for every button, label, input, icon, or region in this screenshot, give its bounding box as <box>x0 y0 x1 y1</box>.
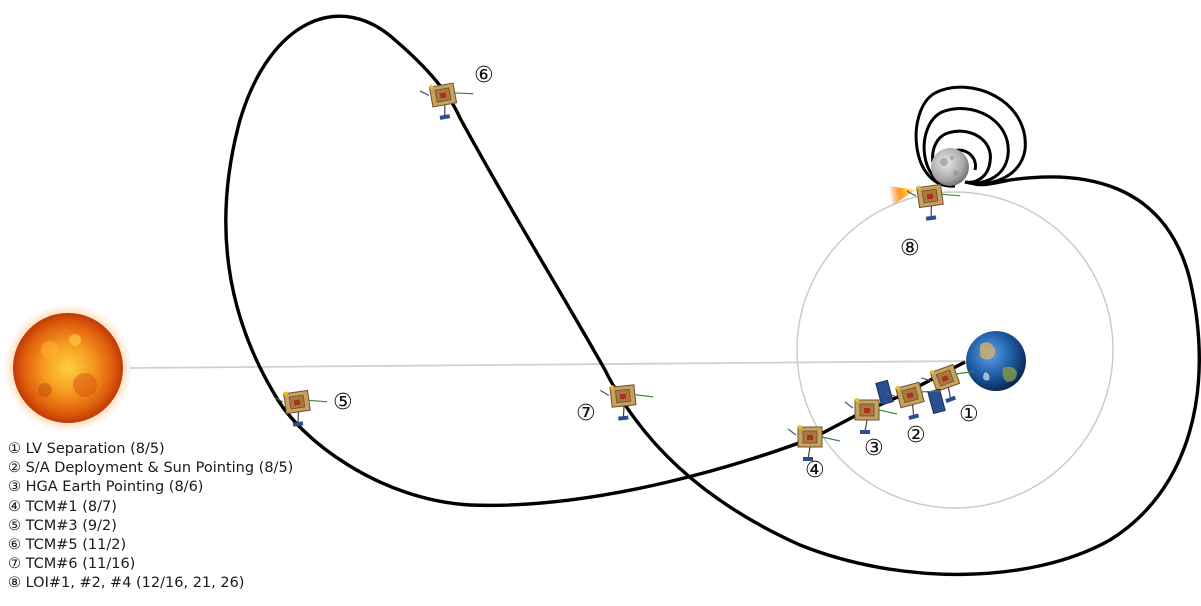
marker-8: ⑧ <box>900 236 920 261</box>
lunar-loop-2 <box>922 107 1010 188</box>
legend-item: ⑥ TCM#5 (11/2) <box>8 537 127 554</box>
marker-6: ⑥ <box>474 63 494 88</box>
marker-5: ⑤ <box>333 390 353 415</box>
spacecraft-icon-7 <box>599 380 656 423</box>
legend: ① LV Separation (8/5) ② S/A Deployment &… <box>8 440 293 594</box>
legend-item: ② S/A Deployment & Sun Pointing (8/5) <box>8 460 294 477</box>
transfer-trajectory <box>224 14 1201 577</box>
marker-7: ⑦ <box>576 401 596 426</box>
legend-item: ⑧ LOI#1, #2, #4 (12/16, 21, 26) <box>8 575 245 592</box>
marker-3: ③ <box>864 436 884 461</box>
marker-4: ④ <box>805 458 825 483</box>
legend-item: ⑦ TCM#6 (11/16) <box>8 556 136 573</box>
legend-item: ③ HGA Earth Pointing (8/6) <box>8 479 204 496</box>
spacecraft-icon-6 <box>418 77 478 124</box>
moon-icon <box>931 148 969 186</box>
earth-icon <box>966 331 1026 391</box>
moon-orbit <box>796 191 1114 509</box>
legend-item: ④ TCM#1 (8/7) <box>8 498 117 515</box>
legend-item: ① LV Separation (8/5) <box>8 441 165 457</box>
legend-item: ⑤ TCM#3 (9/2) <box>8 517 117 534</box>
sun-earth-line <box>129 360 976 369</box>
marker-1: ① <box>959 402 979 427</box>
spacecraft-icon-2 <box>875 375 946 425</box>
thruster-plume <box>888 185 916 206</box>
sun-icon <box>4 304 132 432</box>
lunar-loop-1 <box>914 85 1027 188</box>
spacecraft-icon-8 <box>888 179 964 224</box>
marker-2: ② <box>906 423 926 448</box>
